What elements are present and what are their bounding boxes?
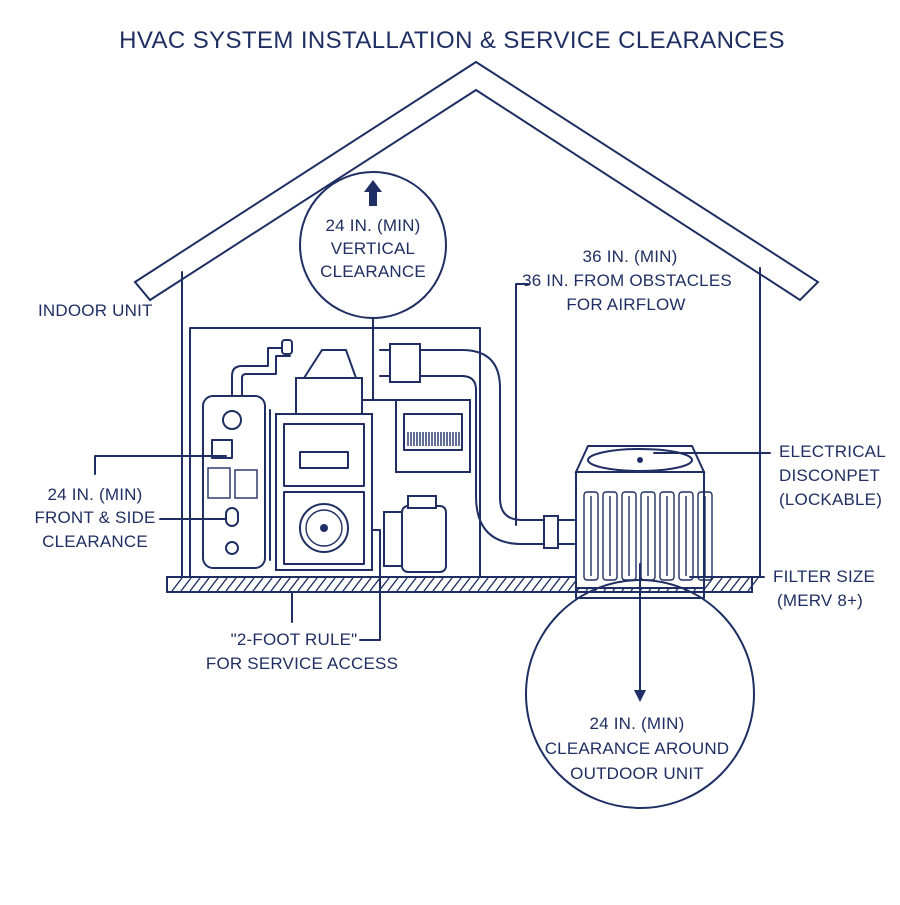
arrow-up-icon xyxy=(364,180,382,206)
front-side-callout: 24 IN. (MIN) FRONT & SIDE CLEARANCE xyxy=(34,455,227,551)
coil-cabinet xyxy=(395,399,471,473)
house-walls xyxy=(181,267,761,578)
outdoor-line-2: CLEARANCE AROUND xyxy=(545,739,730,758)
service-rule-line-1: "2-FOOT RULE" xyxy=(231,630,358,649)
house-roof xyxy=(133,60,820,302)
outdoor-line-1: 24 IN. (MIN) xyxy=(590,714,685,733)
front-side-line-2: FRONT & SIDE xyxy=(34,508,155,527)
electrical-line-3: (LOCKABLE) xyxy=(779,490,882,509)
electrical-line-1: ELECTRICAL xyxy=(779,442,886,461)
vertical-line-2: VERTICAL xyxy=(331,239,415,258)
outdoor-unit xyxy=(574,445,713,599)
filter-line-2: (MERV 8+) xyxy=(777,591,863,610)
front-side-line-1: 24 IN. (MIN) xyxy=(48,485,143,504)
water-heater xyxy=(202,339,293,569)
vertical-line-3: CLEARANCE xyxy=(320,262,426,281)
service-rule-line-2: FOR SERVICE ACCESS xyxy=(206,654,398,673)
airflow-line-3: FOR AIRFLOW xyxy=(566,295,685,314)
airflow-line-2: 36 IN. FROM OBSTACLES xyxy=(522,271,732,290)
electrical-callout: ELECTRICAL DISCONPET (LOCKABLE) xyxy=(653,442,886,509)
front-side-line-3: CLEARANCE xyxy=(42,532,148,551)
condensate-pump xyxy=(383,495,447,573)
diagram-title: HVAC SYSTEM INSTALLATION & SERVICE CLEAR… xyxy=(119,27,785,54)
supply-duct xyxy=(361,343,575,549)
filter-callout: FILTER SIZE (MERV 8+) xyxy=(689,567,875,610)
outdoor-line-3: OUTDOOR UNIT xyxy=(570,764,704,783)
utility-room xyxy=(189,327,481,578)
furnace xyxy=(275,349,373,571)
outdoor-clearance-callout: 24 IN. (MIN) CLEARANCE AROUND OUTDOOR UN… xyxy=(525,563,755,809)
service-rule-callout: "2-FOOT RULE" FOR SERVICE ACCESS xyxy=(206,529,398,673)
filter-line-1: FILTER SIZE xyxy=(773,567,875,586)
vertical-clearance-callout: 24 IN. (MIN) VERTICAL CLEARANCE xyxy=(299,171,447,401)
fan-icon xyxy=(299,503,349,553)
indoor-unit-label: INDOOR UNIT xyxy=(38,301,153,320)
electrical-line-2: DISCONPET xyxy=(779,466,880,485)
vertical-line-1: 24 IN. (MIN) xyxy=(326,216,421,235)
airflow-line-1: 36 IN. (MIN) xyxy=(583,247,678,266)
airflow-callout: 36 IN. (MIN) 36 IN. FROM OBSTACLES FOR A… xyxy=(515,247,732,526)
